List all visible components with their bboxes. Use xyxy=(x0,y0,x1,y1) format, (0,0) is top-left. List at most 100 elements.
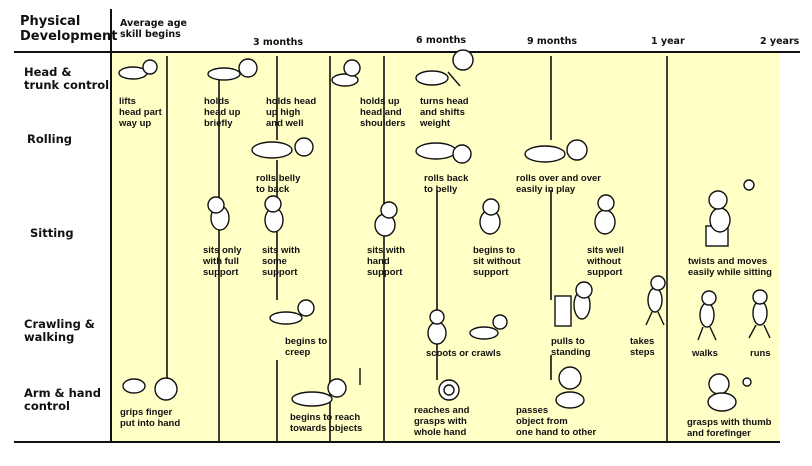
caption-line: head part xyxy=(119,107,162,118)
caption-line: walks xyxy=(692,348,718,359)
caption-line: pulls to xyxy=(551,336,585,347)
caption-line: holds xyxy=(204,96,230,107)
caption-line: head up xyxy=(204,107,241,118)
figure-grasp-whole xyxy=(438,379,460,401)
caption-line: creep xyxy=(285,347,311,358)
caption-line: steps xyxy=(630,347,655,358)
figure-grips-finger xyxy=(122,377,178,401)
caption-line: turns head xyxy=(420,96,469,107)
header-title-line1: Physical xyxy=(20,14,81,29)
average-age-label: Average age skill begins xyxy=(120,18,187,40)
age-2-years: 2 years xyxy=(760,36,800,47)
figure-rolls-over xyxy=(524,139,588,163)
row-label-sitting: Sitting xyxy=(30,226,74,240)
caption-line: sits well xyxy=(587,245,624,256)
caption-line: and well xyxy=(266,118,304,129)
caption-line: weight xyxy=(420,118,451,129)
figure-creep xyxy=(269,299,315,325)
caption-line: support xyxy=(203,267,239,278)
caption-line: and shifts xyxy=(420,107,465,118)
caption-line: some xyxy=(262,256,287,267)
figure-sits-well xyxy=(594,194,616,235)
age-1-year: 1 year xyxy=(651,36,685,47)
row-label-head-trunk-line2: trunk control xyxy=(24,78,110,92)
caption-line: support xyxy=(473,267,509,278)
caption-line: holds head xyxy=(266,96,317,107)
caption-line: scoots or crawls xyxy=(426,348,501,359)
caption-line: easily in play xyxy=(516,184,576,195)
caption-line: hand xyxy=(367,256,390,267)
caption-line: without xyxy=(587,256,621,267)
row-label-crawling-line2: walking xyxy=(24,330,75,344)
row-label-arm-hand: Arm & hand control xyxy=(24,387,101,413)
caption-line: rolls over and over xyxy=(516,173,602,184)
caption-runs: runs xyxy=(750,348,771,359)
average-age-line1: Average age xyxy=(120,18,187,29)
caption-line: grasps with thumb xyxy=(687,417,772,428)
figure-sits-hand xyxy=(374,201,398,237)
figure-holds-briefly xyxy=(207,58,258,81)
caption-line: sit without xyxy=(473,256,521,267)
caption-line: whole hand xyxy=(414,427,467,438)
caption-line: takes xyxy=(630,336,655,347)
figure-head-shoulders xyxy=(331,59,361,87)
caption-line: to belly xyxy=(424,184,458,195)
caption-walks: walks xyxy=(692,348,718,359)
average-age-line2: skill begins xyxy=(120,29,181,40)
caption-line: standing xyxy=(551,347,591,358)
caption-line: passes xyxy=(516,405,549,416)
row-label-crawling-walking: Crawling & walking xyxy=(24,318,95,344)
figure-turns-head xyxy=(415,49,474,87)
caption-line: up high xyxy=(266,107,301,118)
caption-line: sits with xyxy=(262,245,301,256)
figure-sits-full xyxy=(207,196,230,231)
figure-reach xyxy=(291,368,361,407)
age-9-months: 9 months xyxy=(527,36,578,47)
figure-begins-sit xyxy=(479,198,501,235)
caption-line: briefly xyxy=(204,118,233,129)
caption-line: begins to xyxy=(285,336,328,347)
figure-walks xyxy=(697,290,717,341)
caption-line: runs xyxy=(750,348,771,359)
figure-pass-object xyxy=(555,366,585,409)
caption-line: head and xyxy=(360,107,402,118)
caption-line: with full xyxy=(203,256,239,267)
caption-line: put into hand xyxy=(120,418,181,429)
row-label-rolling: Rolling xyxy=(27,132,73,146)
caption-line: support xyxy=(367,267,403,278)
age-3-months: 3 months xyxy=(253,37,304,48)
figure-steps xyxy=(645,275,666,326)
figure-rolls-belly xyxy=(251,137,314,159)
caption-line: support xyxy=(262,267,298,278)
milestone-lines xyxy=(166,56,668,442)
caption-line: object from xyxy=(516,416,568,427)
caption-line: support xyxy=(587,267,623,278)
caption-line: begins to reach xyxy=(290,412,361,423)
caption-line: shoulders xyxy=(360,118,406,129)
caption-line: way up xyxy=(119,118,152,129)
row-label-arm-hand-line1: Arm & hand xyxy=(24,386,101,400)
figure-lifts-head xyxy=(118,59,158,80)
caption-line: sits with xyxy=(367,245,406,256)
row-label-crawling-line1: Crawling & xyxy=(24,317,95,331)
figure-runs xyxy=(748,289,771,339)
age-6-months: 6 months xyxy=(416,35,467,46)
figure-scoots xyxy=(427,309,447,345)
caption-line: twists and moves xyxy=(688,256,768,267)
caption-line: grasps with xyxy=(414,416,467,427)
